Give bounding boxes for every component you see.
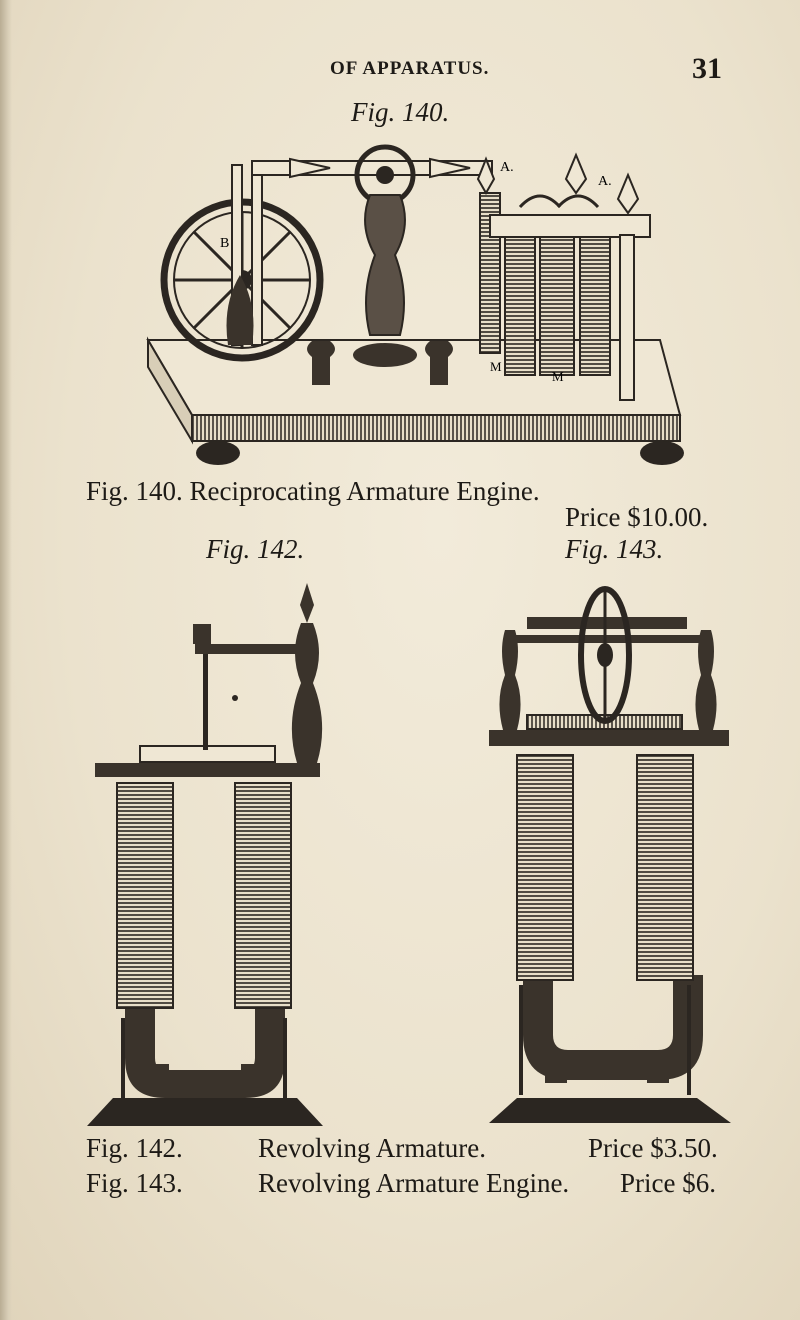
figure-140-caption: Fig. 140. Reciprocating Armature Engine. <box>86 476 540 506</box>
caption-row-143-title: Revolving Armature Engine. <box>258 1168 570 1198</box>
caption-row-143-fig: Fig. 143. <box>86 1168 183 1198</box>
caption-row-143-price: Price $6. <box>620 1168 716 1198</box>
caption-row-142-title: Revolving Armature. <box>258 1133 486 1163</box>
figure-140-label: Fig. 140. <box>351 97 450 127</box>
page-number: 31 <box>692 52 722 85</box>
marker-a2: A. <box>598 174 612 189</box>
running-header: OF APPARATUS. <box>330 58 490 79</box>
marker-m1: M <box>490 359 502 374</box>
figure-140-engine-illustration: A. A. B M M <box>146 144 684 465</box>
figure-142-armature-illustration <box>87 583 323 1126</box>
figure-143-engine-illustration <box>489 586 731 1123</box>
figure-140-price: Price $10.00. <box>565 502 709 532</box>
caption-row-142-price: Price $3.50. <box>588 1133 718 1163</box>
electromagnets <box>479 192 611 376</box>
figure-143-label: Fig. 143. <box>565 534 664 564</box>
marker-m2: M <box>552 369 564 384</box>
marker-a1: A. <box>500 160 514 175</box>
caption-row-142-fig: Fig. 142. <box>86 1133 183 1163</box>
figure-142-label: Fig. 142. <box>206 534 305 564</box>
marker-b: B <box>220 236 229 251</box>
page-binding-edge <box>0 0 12 1320</box>
